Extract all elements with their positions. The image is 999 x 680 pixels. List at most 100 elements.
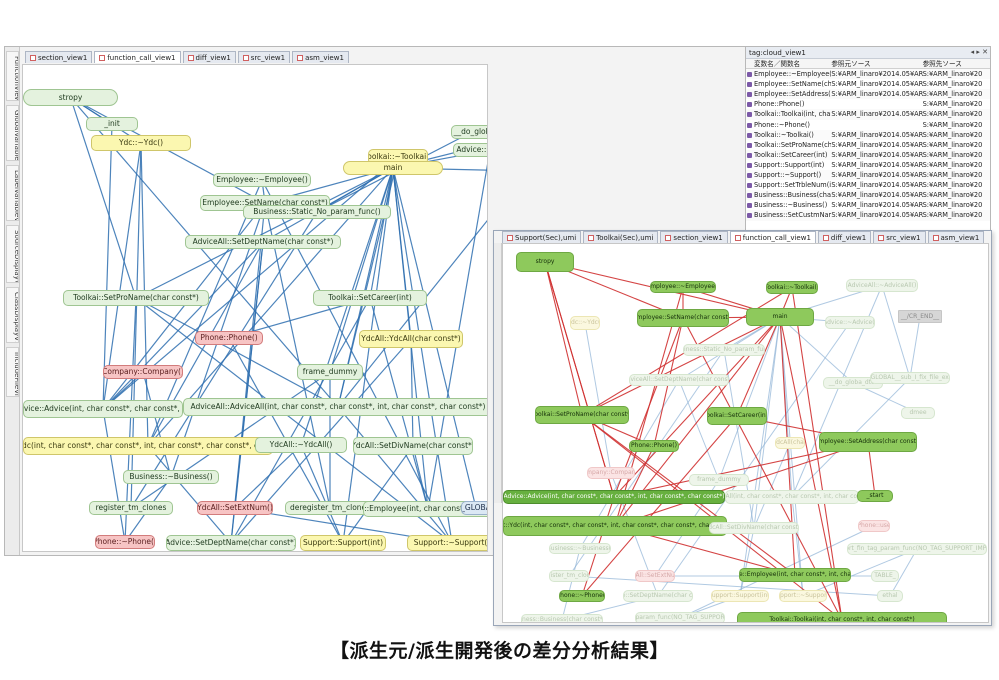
function-node-ydcall-setextnum[interactable]: YdcAll::SetExtNum() [635, 570, 675, 582]
table-row[interactable]: Employee::~Employee()S:¥ARM_linaro¥2014.… [746, 69, 990, 80]
column-header-target[interactable]: 参照先ソース [922, 60, 962, 68]
function-node-register-tm-clones[interactable]: register_tm_clones [549, 570, 589, 582]
tab-section-view1[interactable]: section_view1 [660, 231, 728, 243]
table-row[interactable]: Employee::SetAddress(char ...S:¥ARM_lina… [746, 89, 990, 100]
vertical-tab-sourcedisplayv1[interactable]: SourceDisplayV1 [6, 225, 19, 283]
tab-diff-view1[interactable]: diff_view1 [182, 51, 236, 63]
table-row[interactable]: Business::~Business()S:¥ARM_linaro¥2014.… [746, 200, 990, 210]
function-node-ethal[interactable]: ethal [877, 590, 903, 602]
function-node-adviceall-adviceall-int-char-const-char-[interactable]: AdviceAll::AdviceAll(int, char const*, c… [183, 398, 487, 416]
function-node-adviceall-adviceall-int-char-const-char-[interactable]: AdviceAll::AdviceAll(int, char const*, c… [725, 490, 859, 504]
function-node-register-tm-clones[interactable]: register_tm_clones [89, 501, 173, 515]
function-node-business-business-char-const-int[interactable]: Business::Business(char const*, int [521, 614, 603, 622]
table-row[interactable]: Phone::~Phone()S:¥ARM_linaro¥20 [746, 120, 990, 130]
function-node-support-support-int[interactable]: Support::Support(int) [300, 535, 386, 551]
tab-function-call-view1[interactable]: function_call_view1 [94, 51, 181, 63]
function-node-employee-setaddress-char-const[interactable]: Employee::SetAddress(char const*) [819, 432, 917, 452]
function-node-phone-phone[interactable]: Phone::Phone() [195, 331, 263, 345]
function-node-ydcall-setdivname-char-const[interactable]: YdcAll::SetDivName(char const*) [709, 522, 799, 534]
function-node-employee-employee[interactable]: Employee::~Employee() [650, 281, 716, 293]
function-node-toolkai-setproname-char-const[interactable]: Toolkai::SetProName(char const*) [63, 290, 209, 306]
function-node-advice-advice[interactable]: Advice::~Advice() [825, 316, 875, 329]
function-node-phone-phone[interactable]: Phone::~Phone() [95, 535, 155, 549]
table-row[interactable]: Phone::Phone()S:¥ARM_linaro¥20 [746, 99, 990, 109]
function-node-employee-employee-int-char-const-int-cha[interactable]: Employee::Employee(int, char const*, int… [363, 501, 487, 517]
function-node-cr-end[interactable]: __/CR_END__ [898, 310, 942, 323]
function-node-toolkai-toolkai-int-char-const-int-char-[interactable]: Toolkai::Toolkai(int, char const*, int, … [737, 612, 947, 622]
table-row[interactable]: Employee::SetName(char co...S:¥ARM_linar… [746, 79, 990, 89]
function-node-advice-advice-int-char-const-char-const-[interactable]: Advice::Advice(int, char const*, char co… [503, 490, 725, 504]
function-node-support-support[interactable]: Support::~Support() [407, 535, 487, 551]
function-node-ydcall-setdivname-char-const[interactable]: YdcAll::SetDivName(char const*) [353, 437, 473, 455]
function-node-toolkai-setcareer-int[interactable]: Toolkai::SetCareer(int) [707, 407, 767, 425]
table-row[interactable]: Toolkai::~Toolkai()S:¥ARM_linaro¥2014.05… [746, 129, 990, 140]
function-node-main[interactable]: main [343, 161, 443, 175]
function-node-ydcall-setextnum[interactable]: YdcAll::SetExtNum() [197, 501, 273, 515]
function-node-start[interactable]: _start [857, 490, 893, 502]
function-node-employee-employee-int-char-const-int-cha[interactable]: Employee::Employee(int, char const*, int… [739, 568, 851, 582]
vertical-tab-labelvariablev1[interactable]: LabelVariableV1 [6, 165, 19, 221]
function-node-company-company[interactable]: Company::Company() [103, 365, 183, 379]
function-node-table[interactable]: TABLE_ [871, 570, 899, 582]
vertical-tab-globalvariablev1[interactable]: GlobalVariableV1 [6, 105, 19, 161]
tab-src-view1[interactable]: src_view1 [873, 231, 926, 243]
function-node-company-company[interactable]: Company::Company() [587, 467, 635, 479]
function-node-ydcall-ydcall-char-const[interactable]: YdcAll::YdcAll(char const*) [359, 330, 463, 348]
table-row[interactable]: Toolkai::SetProName(char c...S:¥ARM_lina… [746, 140, 990, 150]
function-node-business-business[interactable]: Business::~Business() [549, 543, 611, 554]
function-node-globa[interactable]: _GLOBA [461, 501, 487, 515]
vertical-tab-includefileview1[interactable]: IncludeFileView1 [6, 347, 19, 397]
tab-function-call-view1[interactable]: function_call_view1 [729, 231, 816, 243]
function-node-employee-setname-char-const[interactable]: Employee::SetName(char const*) [637, 309, 729, 327]
function-node-global-sub-i-fix-file-exe[interactable]: _GLOBAL__sub_I_fix_file_exe [870, 372, 950, 384]
function-node-advice-advice-int-char-const-char-const-[interactable]: Advice::Advice(int, char const*, char co… [23, 400, 183, 418]
table-row[interactable]: Support::SetTrbleNum(int)S:¥ARM_linaro¥2… [746, 180, 990, 190]
function-node-business-static-no-param-func[interactable]: Business::Static_No_param_func() [243, 205, 391, 219]
table-row[interactable]: Business::Business(char con...S:¥ARM_lin… [746, 190, 990, 201]
function-node-adviceall-setdeptname-char-const[interactable]: AdviceAll::SetDeptName(char const*) [185, 235, 341, 249]
function-node-no-fin-tag-param-func-no-tag-support-imp[interactable]: no_fin_tag_param_func(NO_TAG_SUPPORT_IMP… [635, 612, 725, 622]
call-graph-canvas[interactable]: stropy_initEmployee::~Employee()Toolkai:… [22, 64, 488, 552]
column-header-source[interactable]: 参照元ソース [831, 60, 871, 68]
function-node-advice-advice[interactable]: Advice::~Advice() [453, 143, 487, 157]
tab-asm-view1[interactable]: asm_view1 [927, 231, 985, 243]
function-node-stropy[interactable]: stropy [23, 89, 118, 106]
function-node-frame-dummy[interactable]: frame_dummy [297, 364, 363, 380]
function-node-do-glob[interactable]: __do_glob [451, 125, 487, 139]
column-header-name[interactable]: 変数名／関数名 [754, 60, 801, 68]
function-node-stropy[interactable]: stropy [516, 252, 574, 272]
function-node-ydc-ydc[interactable]: Ydc::~Ydc() [91, 135, 191, 151]
function-node-init[interactable]: _init [86, 117, 138, 131]
function-node-employee-employee[interactable]: Employee::~Employee() [213, 173, 311, 187]
function-node-deregister-tm-clones[interactable]: deregister_tm_clones [285, 501, 375, 515]
function-node-business-static-no-param-func[interactable]: Business::Static_No_param_func() [683, 344, 765, 356]
vertical-tab-functionview1[interactable]: FunctionView1 [6, 51, 19, 101]
table-row[interactable]: Business::SetCustmName(ch...S:¥ARM_linar… [746, 210, 990, 221]
table-row[interactable]: Toolkai::Toolkai(int, char co...S:¥ARM_l… [746, 109, 990, 120]
function-node-phone-use[interactable]: Phone::use [858, 520, 890, 532]
table-row[interactable]: Support::Support(int)S:¥ARM_linaro¥2014.… [746, 160, 990, 170]
function-node-toolkai-toolkai[interactable]: Toolkai::~Toolkai() [766, 281, 818, 294]
function-node-adviceall-adviceall[interactable]: AdviceAll::~AdviceAll() [846, 279, 918, 292]
tab-toolkai-sec-umi[interactable]: Toolkai(Sec),umi [583, 231, 659, 243]
function-node-support-support-int[interactable]: Support::Support(int) [711, 590, 769, 602]
function-node-advice-setdeptname-char-const[interactable]: Advice::SetDeptName(char const*) [623, 590, 693, 602]
function-node-phone-phone[interactable]: Phone::~Phone() [559, 590, 605, 602]
table-row[interactable]: Support::~Support()S:¥ARM_linaro¥2014.05… [746, 170, 990, 181]
function-node-support-support[interactable]: Support::~Support() [779, 590, 827, 602]
function-node-business-business[interactable]: Business::~Business() [123, 470, 219, 484]
tab-section-view1[interactable]: section_view1 [25, 51, 93, 63]
close-icon[interactable]: ◂ ▸ ✕ [970, 48, 988, 56]
function-node-ydc-ydc-int-char-const-char-const-int-ch[interactable]: Ydc::Ydc(int, char const*, char const*, … [503, 516, 727, 536]
function-node-ydc-ydc-int-char-const-char-const-int-ch[interactable]: Ydc::Ydc(int, char const*, char const*, … [23, 437, 273, 455]
function-node-toolkai-setproname-char-const[interactable]: Toolkai::SetProName(char const*) [535, 406, 629, 424]
vertical-tab-classdisplayv1[interactable]: ClassDisplayV1 [6, 287, 19, 343]
function-node-support-fin-tag-param-func-no-tag-suppor[interactable]: support_fin_tag_param_func(NO_TAG_SUPPOR… [847, 543, 987, 555]
tab-diff-view1[interactable]: diff_view1 [817, 231, 872, 243]
tab-src-view1[interactable]: src_view1 [237, 51, 291, 63]
function-node-ydcall-ydcall-char-const[interactable]: YdcAll::YdcAll(char const*) [775, 437, 805, 449]
function-node-ydc-ydc[interactable]: Ydc::~Ydc() [570, 316, 600, 330]
table-row[interactable]: Toolkai::SetCareer(int)S:¥ARM_linaro¥201… [746, 149, 990, 160]
function-node-adviceall-setdeptname-char-const[interactable]: AdviceAll::SetDeptName(char const*) [629, 374, 729, 386]
